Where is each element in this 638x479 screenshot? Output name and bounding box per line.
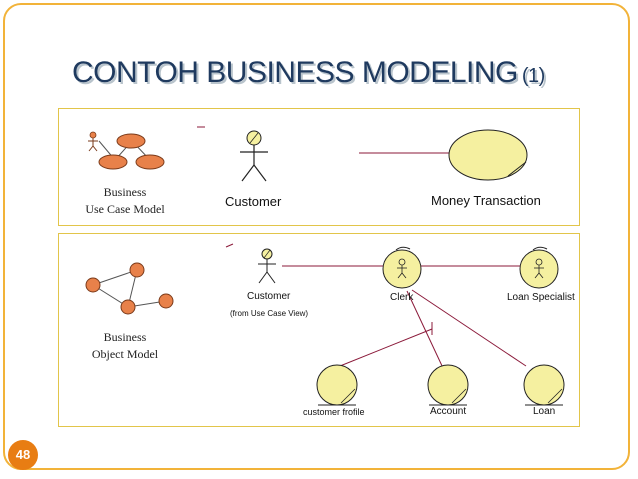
- customer-actor-small-icon: [258, 248, 276, 284]
- clerk-loan-association: [411, 289, 527, 367]
- slide-title-number: (1): [521, 65, 545, 87]
- use-case-model-label: Business Use Case Model: [70, 184, 180, 218]
- customer-actor-icon: [240, 130, 268, 182]
- slide-title: CONTOH BUSINESS MODELING(1): [72, 56, 545, 90]
- loan-entity-icon: [523, 364, 565, 406]
- object-model-label: Business Object Model: [70, 329, 180, 363]
- use-case-model-label-line2: Use Case Model: [85, 202, 165, 216]
- object-model-label-line1: Business: [103, 330, 147, 344]
- page-number-badge: 48: [8, 440, 38, 470]
- clerk-worker-icon: [382, 246, 422, 289]
- object-model-panel: [58, 233, 580, 427]
- customerprofile-link: [339, 328, 433, 367]
- clerk-account-association: [406, 290, 444, 369]
- slide-title-text: CONTOH BUSINESS MODELING: [72, 56, 518, 89]
- customer-profile-label: customer frofile: [303, 407, 365, 417]
- bottom-panel-dash: [225, 243, 234, 248]
- slide-frame: [3, 3, 630, 470]
- customer-profile-entity-icon: [316, 364, 358, 406]
- customer-actor-label: Customer: [225, 194, 282, 209]
- loan-specialist-worker-icon: [519, 246, 559, 289]
- loan-specialist-label: Loan Specialist: [507, 292, 575, 303]
- customer-source-note: (from Use Case View): [230, 309, 309, 318]
- use-case-model-panel: [58, 108, 580, 226]
- use-case-model-label-line1: Business: [103, 185, 147, 199]
- customer-small-label: Customer: [247, 291, 291, 302]
- money-transaction-label: Money Transaction: [431, 193, 541, 208]
- clerk-label: Clerk: [390, 292, 414, 303]
- business-use-case-model-icon: [88, 131, 165, 170]
- account-label: Account: [430, 406, 467, 417]
- object-model-label-line2: Object Model: [91, 347, 159, 361]
- business-object-model-icon: [85, 262, 174, 315]
- money-transaction-usecase-icon: [448, 129, 528, 181]
- loan-label: Loan: [533, 406, 556, 417]
- account-entity-icon: [427, 364, 469, 406]
